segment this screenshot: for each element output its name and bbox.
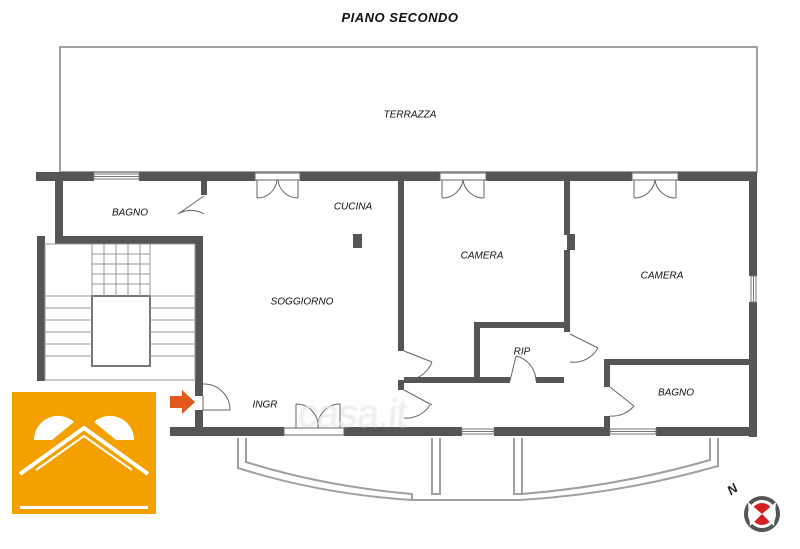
room-label-camera-2: CAMERA xyxy=(640,270,684,282)
entry-arrow xyxy=(170,390,195,414)
room-label-cucina: CUCINA xyxy=(333,201,373,213)
compass-letter: N xyxy=(724,480,741,498)
room-label-ingr: INGR xyxy=(252,399,278,411)
compass-icon: N xyxy=(724,480,780,532)
page-title: PIANO SECONDO xyxy=(341,10,459,25)
doors xyxy=(177,195,635,419)
logo-house-icon xyxy=(18,415,150,509)
balcony xyxy=(237,438,719,502)
room-label-rip: RIP xyxy=(513,346,531,358)
walls xyxy=(36,172,757,437)
room-label-bagno: BAGNO xyxy=(111,207,149,219)
watermark: casa.it xyxy=(295,392,409,436)
room-label-soggiorno: SOGGIORNO xyxy=(270,296,334,308)
windows xyxy=(93,173,757,435)
french-doors xyxy=(254,172,679,436)
room-label-bagno-2: BAGNO xyxy=(657,387,695,399)
room-label-terrazza: TERRAZZA xyxy=(383,109,437,121)
logo xyxy=(12,392,156,514)
staircase xyxy=(44,243,196,381)
room-label-camera-1: CAMERA xyxy=(460,250,504,262)
north-compass: N xyxy=(722,480,782,536)
